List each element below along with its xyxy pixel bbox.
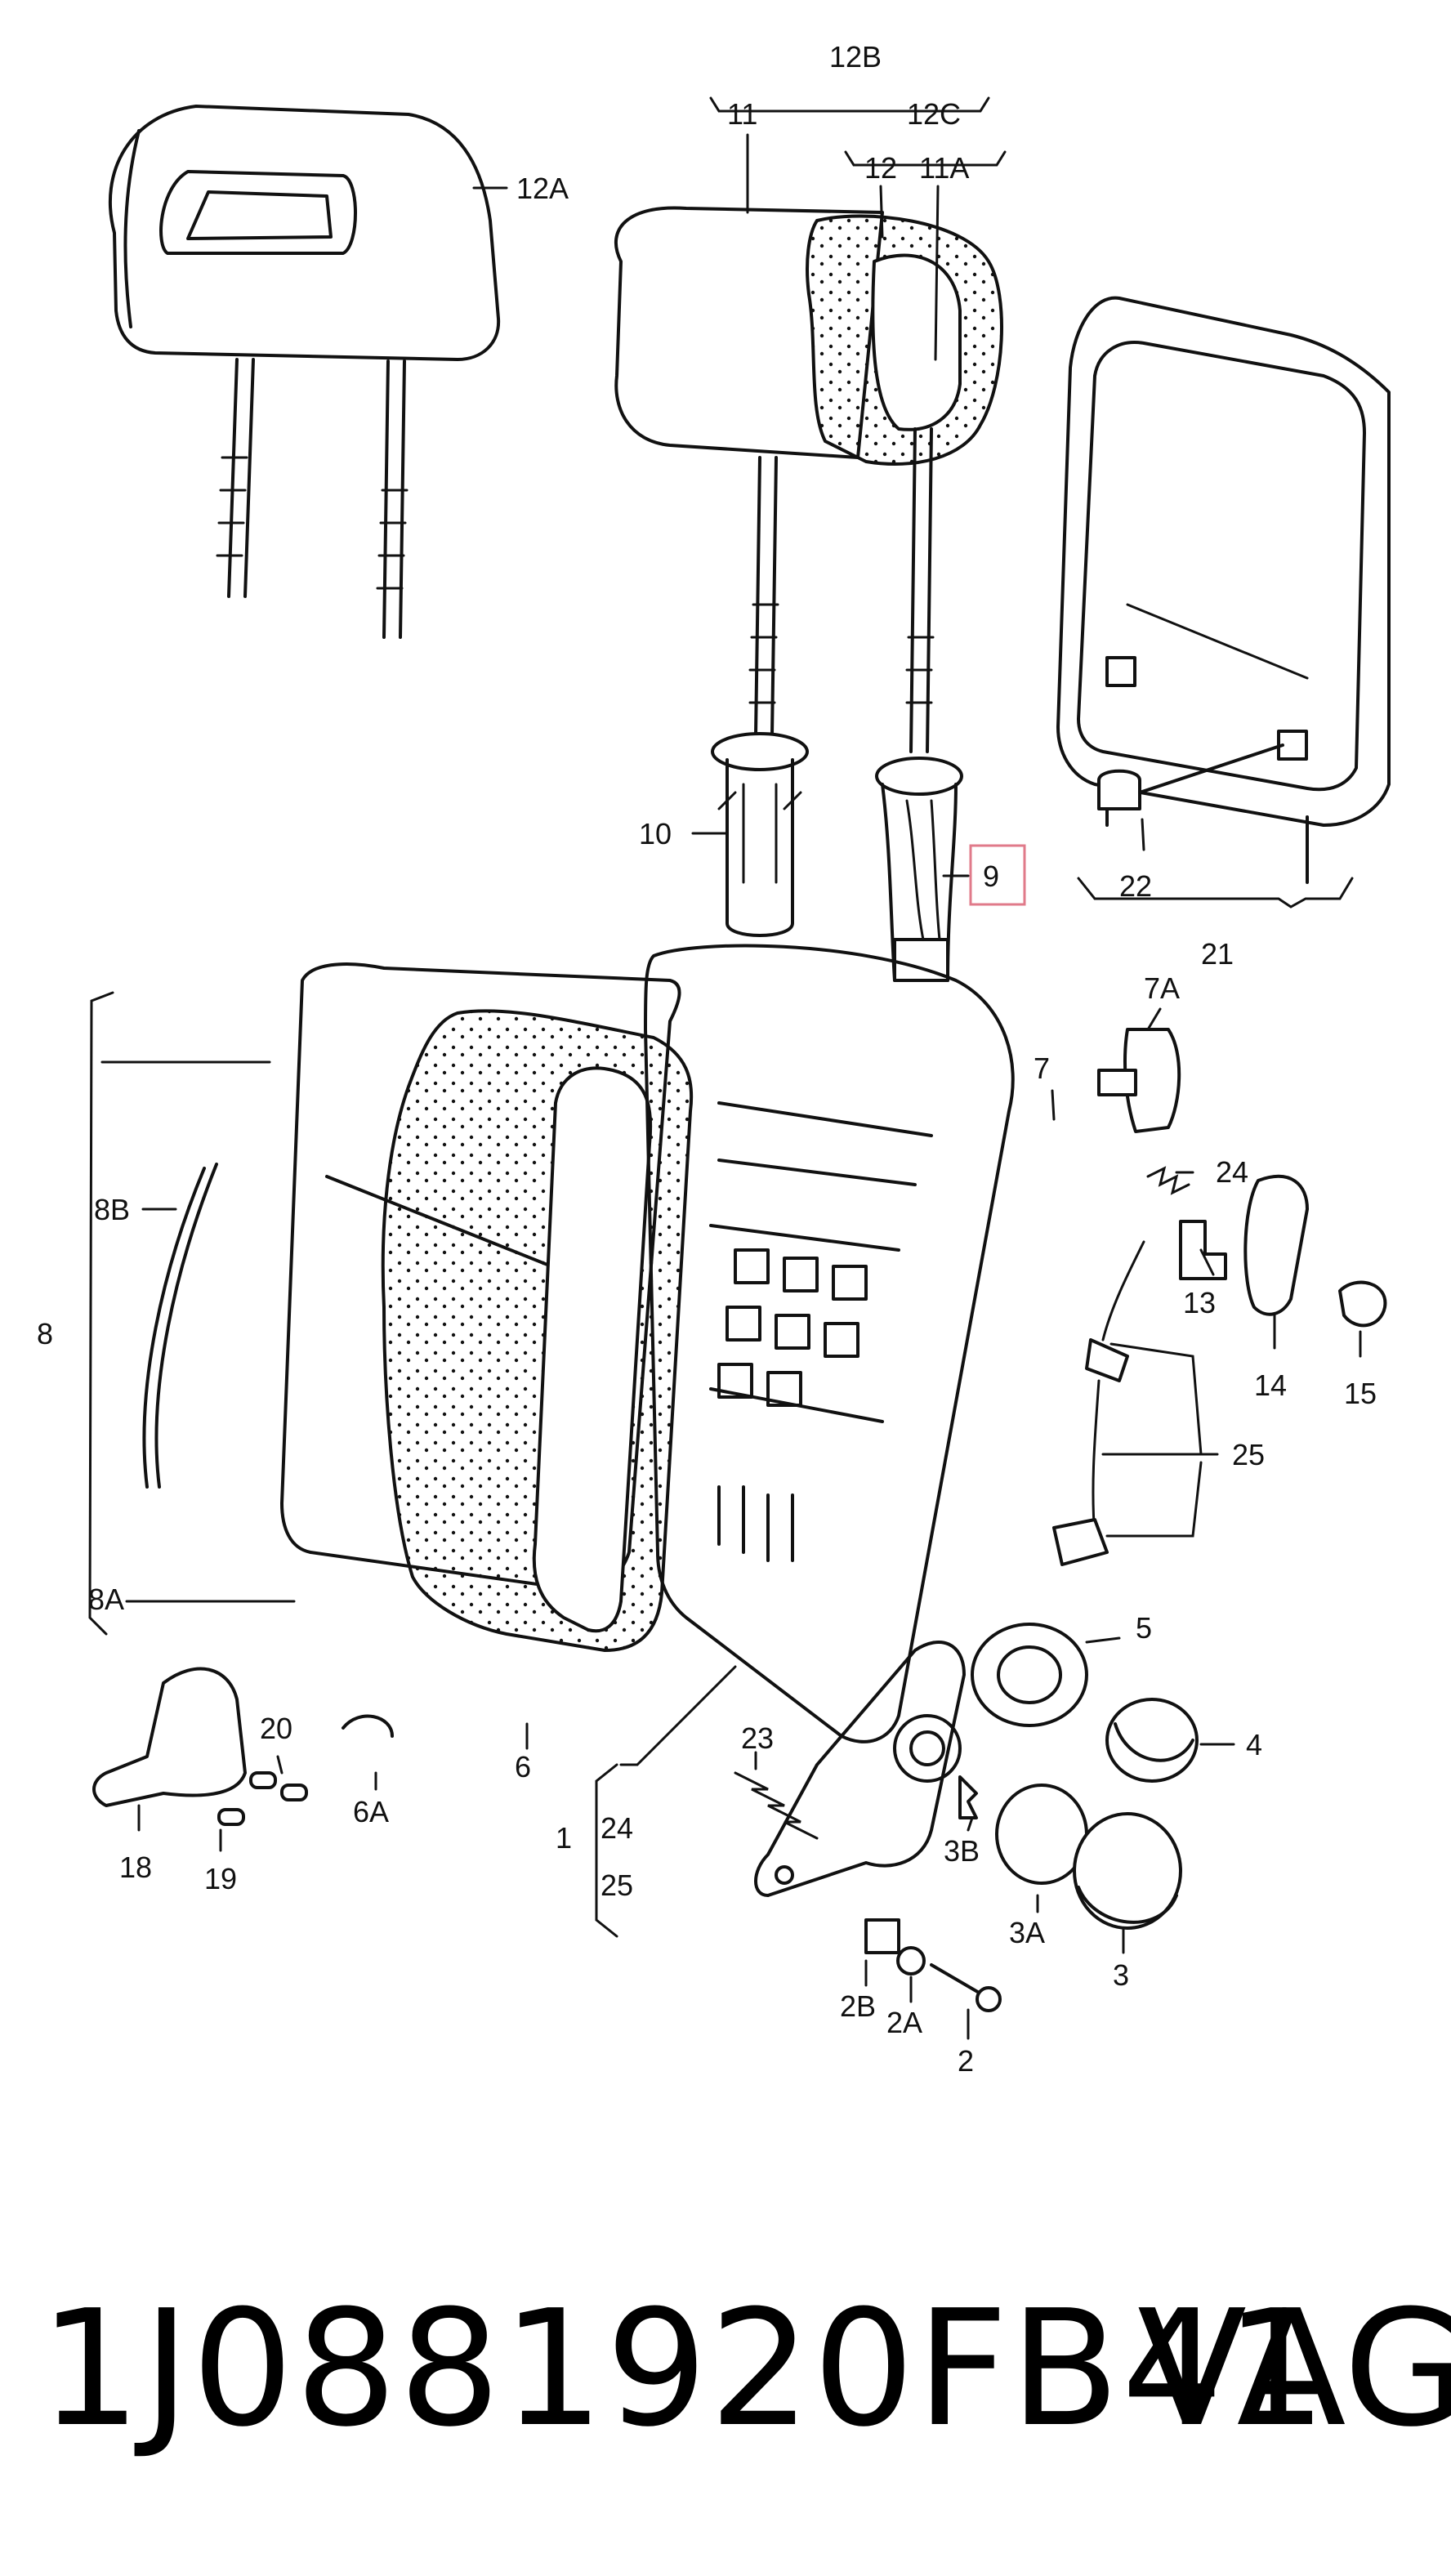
label-3a: 3A bbox=[1009, 1916, 1045, 1949]
label-20: 20 bbox=[260, 1712, 292, 1745]
exploded-parts-diagram: 12B 11 12C 12 11A 12A 10 9 22 21 7A 7 24… bbox=[37, 40, 1391, 2078]
clip-13 bbox=[1179, 1220, 1227, 1280]
label-10: 10 bbox=[639, 817, 672, 850]
label-13: 13 bbox=[1183, 1286, 1216, 1319]
label-6: 6 bbox=[515, 1750, 531, 1784]
seat-frame-1 bbox=[644, 944, 1015, 1897]
label-8a: 8A bbox=[88, 1583, 124, 1616]
padding-6 bbox=[381, 1009, 694, 1653]
label-2b: 2B bbox=[840, 1989, 876, 2023]
label-25b: 25 bbox=[600, 1868, 633, 1902]
label-11a: 11A bbox=[919, 151, 969, 185]
label-25a: 25 bbox=[1232, 1438, 1265, 1471]
label-12b: 12B bbox=[829, 40, 882, 74]
caption-footer: 1J0881920FB41 VAG bbox=[0, 2271, 1451, 2484]
headrest-12a bbox=[108, 105, 501, 639]
spring-24 bbox=[1101, 1166, 1190, 1342]
label-19: 19 bbox=[204, 1862, 237, 1895]
label-12a: 12A bbox=[516, 172, 569, 205]
label-15: 15 bbox=[1344, 1377, 1377, 1410]
label-8: 8 bbox=[37, 1317, 53, 1351]
guide-sleeve-10 bbox=[711, 732, 809, 937]
brand-name: VAG bbox=[1137, 2276, 1451, 2462]
label-22: 22 bbox=[1119, 869, 1152, 903]
bolt-washer-2 bbox=[864, 1918, 1002, 2012]
spring-23 bbox=[734, 1771, 819, 1840]
label-3: 3 bbox=[1113, 1958, 1129, 1992]
diagram-canvas: 12B 11 12C 12 11A 12A 10 9 22 21 7A 7 24… bbox=[37, 40, 1391, 2078]
label-9: 9 bbox=[983, 859, 999, 893]
label-6a: 6A bbox=[353, 1795, 389, 1828]
label-2a: 2A bbox=[886, 2006, 922, 2039]
highlight-box-part-9 bbox=[969, 844, 1026, 906]
handle-14 bbox=[1243, 1175, 1309, 1316]
label-5: 5 bbox=[1136, 1611, 1152, 1645]
push-clip-22 bbox=[1097, 743, 1284, 810]
label-3b: 3B bbox=[944, 1834, 980, 1868]
label-2: 2 bbox=[958, 2044, 974, 2078]
label-12: 12 bbox=[864, 151, 897, 185]
label-12c: 12C bbox=[907, 97, 961, 131]
label-7: 7 bbox=[1034, 1051, 1050, 1085]
pins-19-20 bbox=[217, 1771, 308, 1826]
trim-18 bbox=[92, 1667, 247, 1807]
label-18: 18 bbox=[119, 1851, 152, 1884]
leader-lines bbox=[88, 96, 1362, 2040]
label-14: 14 bbox=[1254, 1368, 1287, 1402]
label-23: 23 bbox=[741, 1721, 774, 1755]
label-8b: 8B bbox=[94, 1193, 130, 1226]
part-labels: 12B 11 12C 12 11A 12A 10 9 22 21 7A 7 24… bbox=[37, 40, 1377, 2078]
part-number: 1J0881920FB41 bbox=[39, 2276, 1329, 2462]
clip-6a bbox=[342, 1714, 394, 1738]
label-4: 4 bbox=[1246, 1728, 1262, 1761]
guide-sleeve-9 bbox=[875, 757, 963, 982]
label-7a: 7A bbox=[1144, 971, 1180, 1005]
cover-7a bbox=[1097, 1028, 1181, 1133]
label-24b: 24 bbox=[600, 1811, 633, 1845]
label-1: 1 bbox=[556, 1821, 572, 1855]
headrest-11 bbox=[614, 206, 1003, 753]
hinge-covers bbox=[958, 1623, 1199, 1930]
cable-25 bbox=[1052, 1338, 1129, 1566]
label-11: 11 bbox=[727, 97, 757, 131]
label-24a: 24 bbox=[1216, 1155, 1248, 1189]
key-15 bbox=[1338, 1280, 1387, 1328]
label-21: 21 bbox=[1201, 937, 1234, 971]
